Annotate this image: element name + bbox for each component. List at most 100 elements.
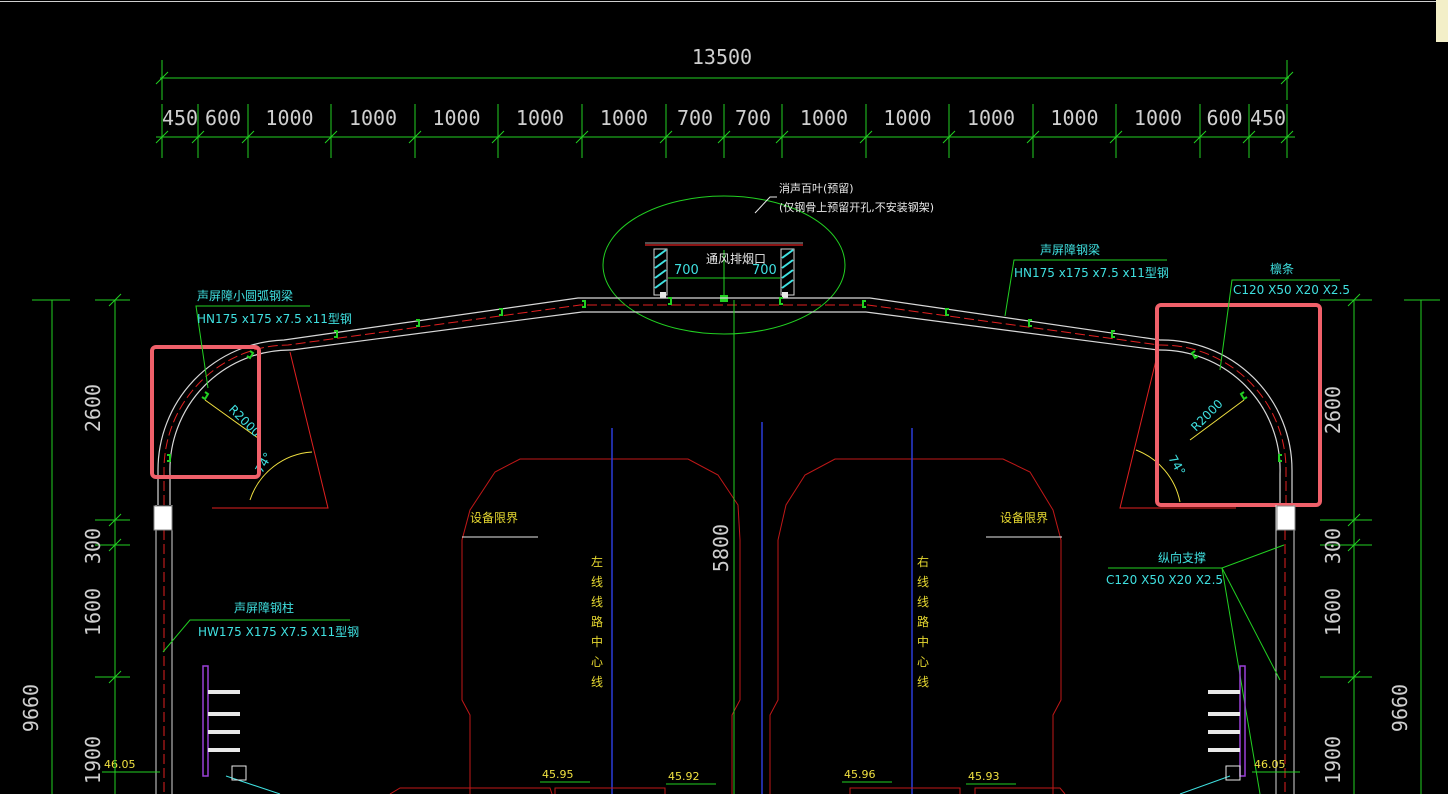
segment-label: 700: [735, 106, 771, 130]
column-label-1: 声屏障钢柱: [234, 600, 294, 615]
center-height: 5800: [709, 524, 733, 572]
ladder-left: [202, 665, 240, 777]
track-center-char: 心: [917, 655, 929, 669]
track-center-char: 线: [917, 595, 929, 609]
radius-right: R2000: [1188, 397, 1225, 434]
segment-tick-mark: [408, 130, 422, 144]
elevation-3: 45.92: [668, 770, 700, 783]
right-dim-4: 1900: [1321, 736, 1345, 784]
track-center-char: 线: [917, 675, 929, 689]
segment-tick-mark: [241, 130, 255, 144]
right-dim-3: 1600: [1321, 588, 1345, 636]
segment-label: 1000: [516, 106, 564, 130]
track-center-char: 线: [591, 595, 603, 609]
track-center-char: 线: [591, 575, 603, 589]
elevation-5: 45.93: [968, 770, 1000, 783]
brace-leaders: [1108, 544, 1285, 794]
vent-dim-right: 700: [752, 263, 777, 278]
beam-right-label-2: HN175 x175 x7.5 x11型钢: [1014, 266, 1169, 280]
track-center-char: 中: [917, 634, 929, 649]
angle-arcs: [249, 449, 1181, 503]
ladder-right: [1208, 665, 1246, 777]
track-center-lines: [611, 422, 913, 794]
segment-tick-mark: [659, 130, 673, 144]
segment-tick-mark: [1026, 130, 1040, 144]
brace-label-2: C120 X50 X20 X2.5: [1106, 573, 1223, 587]
purlin-label-1: 檩条: [1270, 261, 1294, 276]
left-dim-2: 300: [81, 528, 105, 564]
segment-label: 600: [1206, 106, 1242, 130]
segment-tick-mark: [859, 130, 873, 144]
roof-outer-line: [157, 297, 1293, 505]
right-dim-2: 300: [1321, 528, 1345, 564]
column-leader: [162, 619, 350, 653]
clearance-left-label: 设备限界: [470, 511, 518, 525]
segment-tick-mark: [1193, 130, 1207, 144]
left-dim-3: 1600: [81, 588, 105, 636]
vent-callout-ellipse: [602, 195, 846, 335]
segment-tick-mark: [1109, 130, 1123, 144]
arc-beam-label-1: 声屏障小圆弧钢梁: [197, 288, 293, 303]
bottom-details: [225, 765, 1241, 794]
overall-dimension: [155, 60, 1294, 100]
segment-label: 700: [677, 106, 713, 130]
roof-centerline: [163, 304, 1287, 505]
track-center-char: 中: [591, 634, 603, 649]
segment-label: 1000: [800, 106, 848, 130]
segment-tick-mark: [1280, 130, 1294, 144]
left-dim-1: 2600: [81, 384, 105, 432]
track-center-char: 左: [591, 554, 603, 569]
elevation-2: 45.95: [542, 768, 574, 781]
purlin-marks: [167, 297, 1282, 462]
vent-label: 通风排烟口: [706, 252, 766, 266]
segment-label: 1000: [600, 106, 648, 130]
vent-note-line2: (仅钢骨上预留开孔,不安装钢架): [779, 200, 934, 214]
clearance-envelopes: [461, 458, 1062, 794]
brace-label-1: 纵向支撑: [1158, 550, 1206, 565]
clearance-right-label: 设备限界: [1000, 511, 1048, 525]
segment-tick-mark: [1242, 130, 1256, 144]
highlight-box-left: [150, 345, 261, 479]
elevation-4: 45.96: [844, 768, 876, 781]
overall-width-label: 13500: [692, 45, 752, 69]
column-left: [153, 505, 173, 794]
purlin-label-2: C120 X50 X20 X2.5: [1233, 283, 1350, 297]
elevation-marks: [102, 771, 1300, 785]
vent-dim-left: 700: [674, 263, 699, 278]
segment-tick-mark: [942, 130, 956, 144]
segment-labels: 450 600 1000 1000 1000 1000 1000 700 700 1000 1000…: [162, 106, 1286, 130]
segment-tick-mark: [155, 130, 169, 144]
vent-opening: [645, 242, 803, 302]
track-center-char: 路: [591, 614, 603, 629]
segment-tick-mark: [717, 130, 731, 144]
column-right: [1275, 505, 1296, 794]
segment-label: 450: [1250, 106, 1286, 130]
radius-left-line: [204, 399, 259, 439]
track-center-char: 路: [917, 614, 929, 629]
right-total-height: 9660: [1388, 684, 1412, 732]
angle-right: 74°: [1165, 453, 1188, 478]
segment-label: 1000: [1050, 106, 1098, 130]
beam-right-leader: [1004, 259, 1167, 317]
segment-label: 1000: [1134, 106, 1182, 130]
purlin-leader: [1219, 279, 1340, 371]
right-vertical-dimension-lines: [1320, 293, 1440, 794]
segment-label: 600: [205, 106, 241, 130]
left-dim-4: 1900: [81, 736, 105, 784]
highlight-box-right: [1155, 303, 1322, 507]
right-dim-1: 2600: [1321, 386, 1345, 434]
segment-label: 1000: [883, 106, 931, 130]
angle-left: 74°: [252, 450, 275, 475]
corner-panel-fragment: [1436, 0, 1448, 42]
beam-right-label-1: 声屏障钢梁: [1040, 242, 1100, 257]
segment-label: 1000: [265, 106, 313, 130]
elevation-1: 46.05: [104, 758, 136, 771]
segment-tick-mark: [191, 130, 205, 144]
segment-tick-mark: [575, 130, 589, 144]
track-center-char: 线: [591, 675, 603, 689]
arc-beam-leader: [195, 305, 310, 389]
left-total-height: 9660: [19, 684, 43, 732]
arc-beam-label-2: HN175 x175 x7.5 x11型钢: [197, 312, 352, 326]
